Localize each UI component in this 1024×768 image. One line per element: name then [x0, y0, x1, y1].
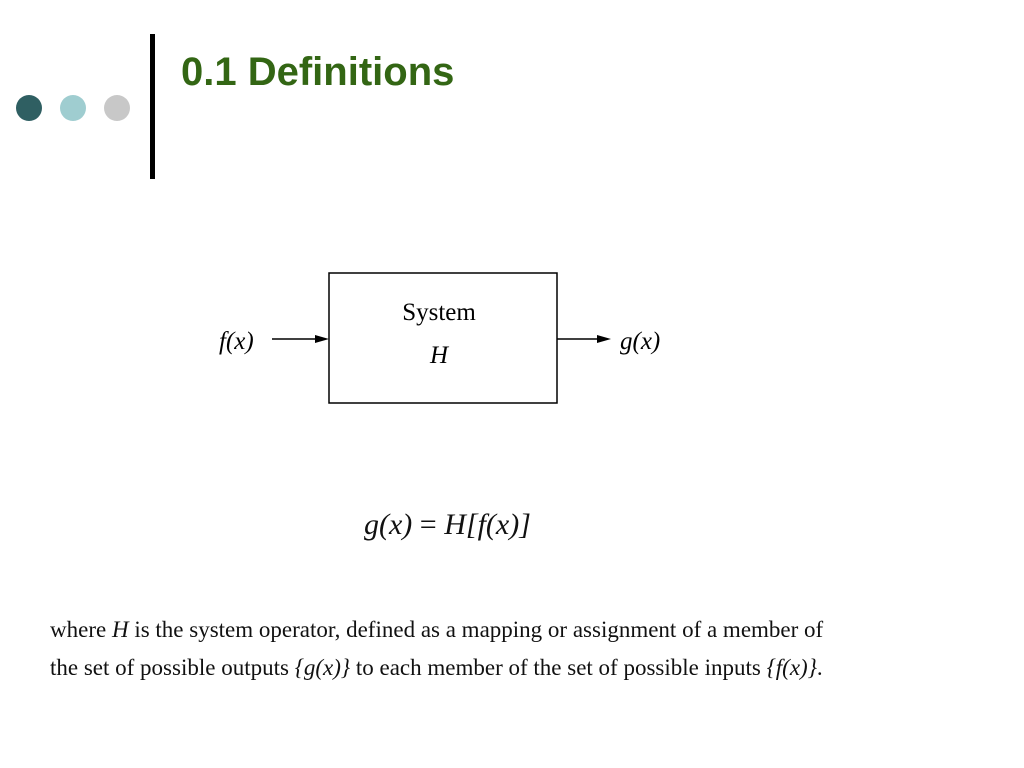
output-arrow-head-icon — [597, 335, 611, 343]
input-arrow-head-icon — [315, 335, 329, 343]
definition-var-h: H — [111, 617, 129, 642]
equation-lhs: g(x) — [364, 508, 413, 541]
output-set: {g(x)} — [294, 655, 351, 680]
system-box — [328, 272, 558, 404]
definition-text: where — [50, 617, 107, 642]
system-box-label: System — [402, 299, 476, 326]
definition-text: to each member of the set of possible in… — [355, 655, 761, 680]
equation-argument: [f(x)] — [465, 508, 531, 541]
input-label: f(x) — [219, 328, 254, 355]
equation-operator: H — [444, 508, 466, 541]
bullet-dot-gray-icon — [104, 95, 130, 121]
definition-text: is the system operator, defined as a map… — [134, 617, 824, 642]
system-box-operator: H — [429, 342, 450, 369]
title-divider-bar — [150, 34, 155, 179]
bullet-dot-light-icon — [60, 95, 86, 121]
input-set: {f(x)} — [766, 655, 817, 680]
definition-line-1: where H is the system operator, defined … — [50, 611, 990, 649]
definition-paragraph: where H is the system operator, defined … — [50, 611, 990, 687]
equation-equals: = — [419, 508, 437, 541]
slide-title: 0.1 Definitions — [181, 50, 455, 94]
definition-period: . — [816, 655, 823, 680]
system-equation: g(x) = H[f(x)] — [364, 505, 531, 545]
definition-line-2: the set of possible outputs {g(x)} to ea… — [50, 649, 990, 687]
output-label: g(x) — [620, 328, 660, 355]
bullet-dot-dark-icon — [16, 95, 42, 121]
definition-text: the set of possible outputs — [50, 655, 289, 680]
